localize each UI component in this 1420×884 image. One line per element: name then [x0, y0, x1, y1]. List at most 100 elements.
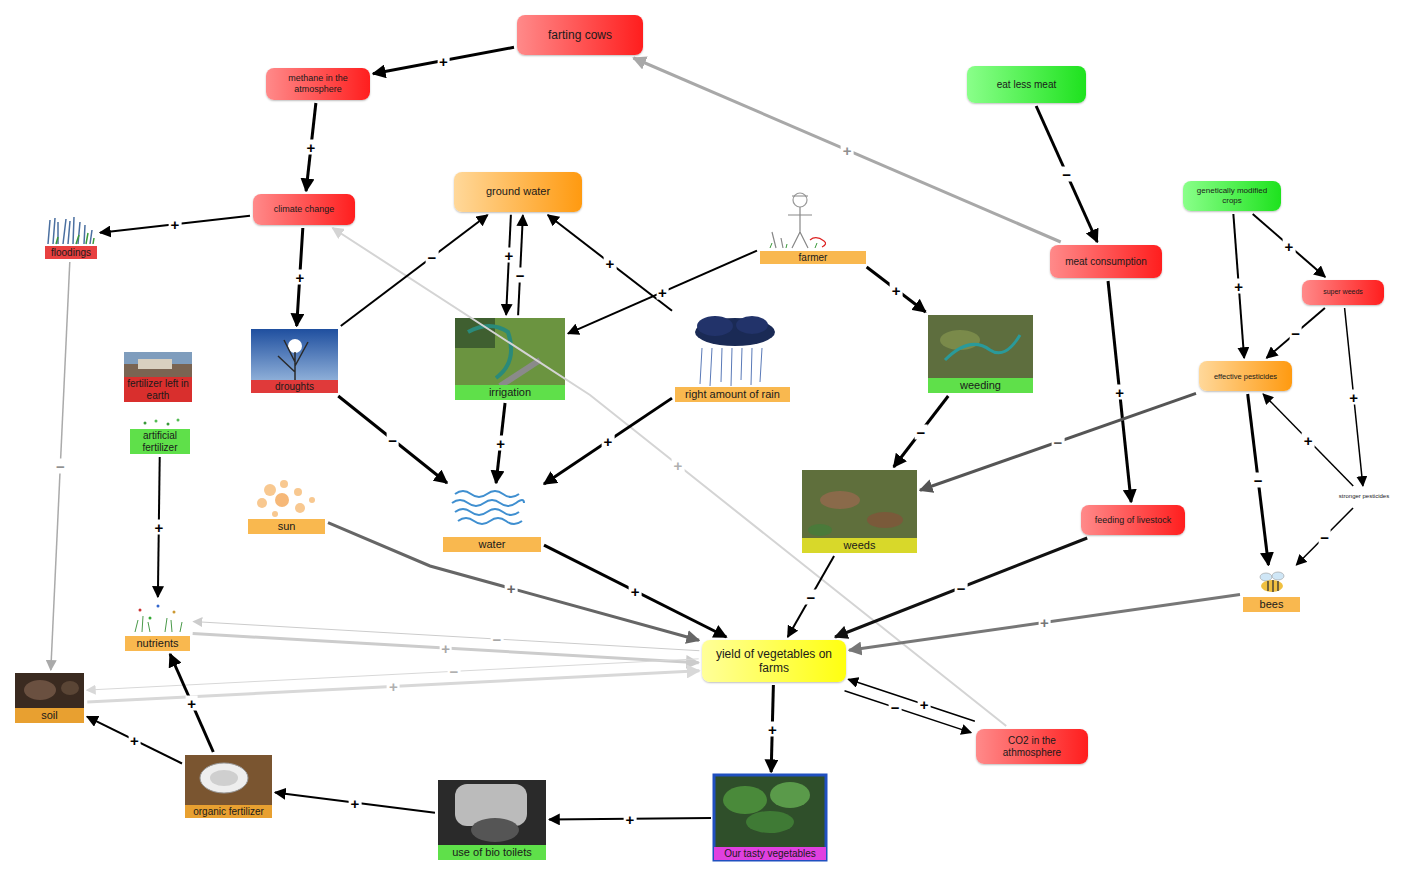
link-sign: +: [1232, 279, 1245, 294]
link-sign-text: +: [439, 641, 452, 656]
bee-drawing-part: [1261, 580, 1283, 592]
flood-picture: [48, 217, 94, 244]
link-sign: +: [1302, 433, 1315, 448]
link-sign-text: −: [804, 589, 817, 604]
link-sign: −: [1052, 434, 1065, 449]
factor-box: effective pesticides: [1199, 361, 1292, 391]
link-sign: −: [54, 459, 67, 474]
link-sign: +: [439, 641, 452, 656]
causal-link: [193, 634, 699, 663]
node-label: water: [443, 537, 541, 552]
node-label: weeding: [928, 378, 1033, 393]
factor-box: climate change: [253, 194, 355, 225]
link-sign-text: −: [1252, 472, 1265, 487]
node-label: weeds: [802, 538, 917, 553]
causal-link: [275, 792, 435, 812]
link-sign: −: [804, 589, 817, 604]
irrigation-photo-part: [455, 318, 565, 400]
vegetables-photo-part: [714, 775, 826, 860]
causal-link: [87, 717, 182, 764]
causal-link: [568, 251, 757, 334]
link-sign-text: +: [1302, 433, 1315, 448]
causal-link: [170, 654, 213, 752]
link-sign: +: [437, 53, 450, 68]
link-sign-text: −: [1052, 434, 1065, 449]
causal-link: [1108, 281, 1131, 502]
rain-cloud: [695, 316, 775, 386]
sun-dots-part: [257, 498, 267, 508]
factor-box: feeding of livestock: [1081, 505, 1185, 535]
causal-link: [338, 396, 447, 483]
node-label: super weeds: [1323, 288, 1363, 296]
link-sign-text: +: [1347, 390, 1360, 405]
link-sign: +: [890, 282, 903, 297]
link-sign: +: [1038, 615, 1051, 630]
link-sign-text: +: [505, 581, 518, 596]
link-sign-text: +: [624, 811, 637, 826]
picture-node: right amount of rain: [675, 313, 790, 402]
link-sign-text: −: [889, 700, 902, 715]
artificial-fertilizer-dots-part: [167, 423, 170, 426]
sun-dots: [257, 480, 315, 517]
farmer-sketch: [770, 193, 826, 248]
irrigation-photo: [455, 318, 565, 400]
weeds-photo-part: [802, 470, 917, 553]
irrigation-photo-part: [468, 326, 511, 378]
link-sign-text: +: [1232, 279, 1245, 294]
sun-dots-part: [294, 488, 302, 496]
picture-node: water: [443, 486, 541, 552]
fertilizer-photo-part: [124, 352, 192, 402]
nutrient-dots-part: [157, 605, 160, 608]
picture-node: droughts: [251, 329, 338, 393]
node-label: nutrients: [125, 636, 190, 651]
link-sign-text: −: [1060, 167, 1073, 182]
link-sign: +: [1283, 238, 1296, 253]
vegetables-photo-part: [746, 811, 794, 833]
node-label: stronger pesticides: [1339, 493, 1389, 500]
link-sign: +: [293, 270, 306, 285]
node-label: genetically modified crops: [1188, 186, 1276, 205]
link-sign-text: +: [305, 140, 318, 155]
link-sign-text: −: [386, 432, 399, 447]
fertilizer-photo-part: [138, 359, 172, 369]
bee-drawing-part: [1272, 572, 1284, 580]
link-sign: −: [955, 580, 968, 595]
drought-photo-part: [251, 329, 338, 393]
rain-cloud-part: [697, 316, 733, 336]
link-sign: +: [128, 733, 141, 748]
node-label: yield of vegetables on farms: [707, 647, 841, 676]
factor-box: ground water: [454, 172, 582, 212]
link-sign: −: [514, 268, 527, 283]
bee-drawing-part: [1268, 580, 1278, 592]
sun-dots-part: [280, 480, 288, 488]
weeding-photo: [928, 315, 1033, 393]
link-sign: +: [305, 140, 318, 155]
artificial-fertilizer-dots-part: [144, 422, 147, 425]
link-sign-text: −: [425, 250, 438, 265]
link-sign-text: +: [629, 584, 642, 599]
link-sign-text: +: [604, 255, 617, 270]
causal-link: [1248, 394, 1269, 565]
farmer-sketch-part: [770, 243, 817, 248]
link-sign-text: +: [672, 457, 685, 472]
causal-link: [1263, 394, 1353, 486]
link-sign-text: +: [841, 143, 854, 158]
causal-link: [788, 556, 834, 637]
link-sign: +: [169, 217, 182, 232]
soil-photo-part: [15, 673, 84, 723]
node-label: farmer: [760, 251, 866, 265]
link-sign: −: [1060, 167, 1073, 182]
factor-box: super weeds: [1302, 280, 1384, 305]
causal-link: [100, 216, 250, 233]
node-label: farting cows: [548, 28, 612, 42]
artificial-fertilizer-dots: [144, 419, 180, 426]
irrigation-photo-part: [500, 360, 540, 386]
link-sign-text: −: [915, 424, 928, 439]
node-label: CO2 in the athmosphere: [981, 735, 1083, 759]
link-sign: +: [387, 679, 400, 694]
picture-node: Our tasty vegetables: [714, 775, 826, 860]
farmer-sketch-part: [793, 193, 807, 207]
rain-cloud-part: [700, 348, 762, 386]
causal-link: [1253, 214, 1325, 277]
